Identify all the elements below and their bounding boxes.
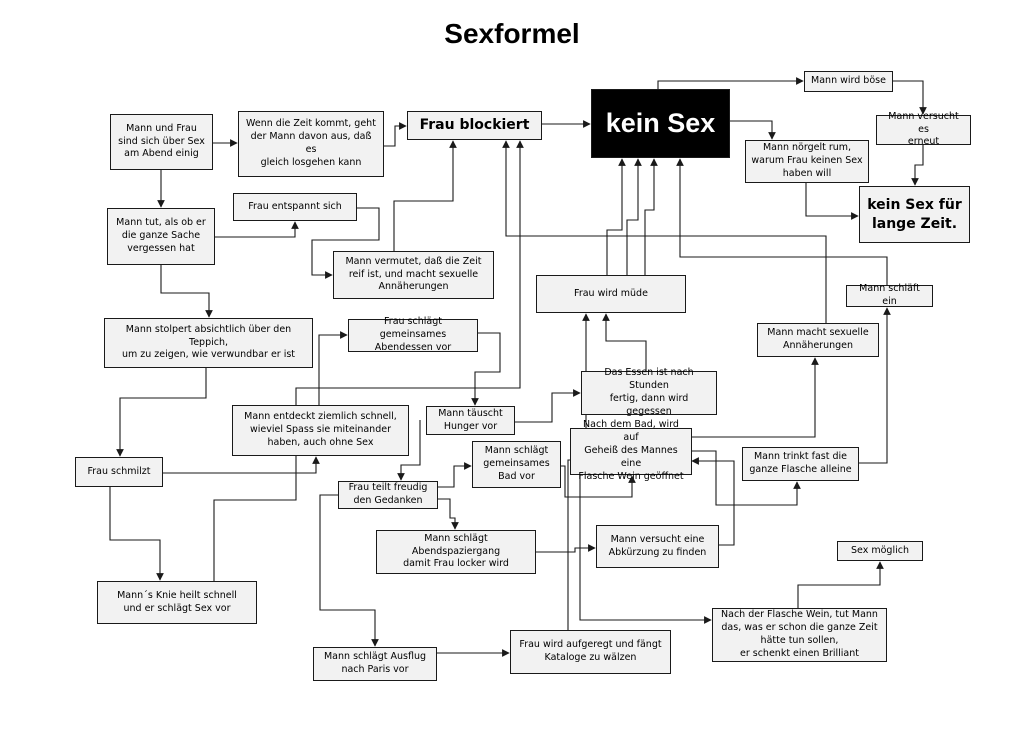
node-kein-sex: kein Sex (591, 89, 730, 158)
node-hunger: Mann täuscht Hunger vor (426, 406, 515, 435)
connector-muede-to-kein-sex-1 (606, 158, 626, 275)
node-trinkt: Mann trinkt fast die ganze Flasche allei… (742, 447, 859, 481)
connector-flasche-wein-to-sex-moeglich (797, 561, 884, 608)
node-kein-sex-lange: kein Sex für lange Zeit. (859, 186, 970, 243)
connector-versucht-to-kein-sex-lange (911, 145, 924, 186)
node-zeit-kommt: Wenn die Zeit kommt, geht der Mann davon… (238, 111, 384, 177)
connector-gedanken-to-spaziergang (438, 498, 459, 530)
node-einig: Mann und Frau sind sich über Sex am Aben… (110, 114, 213, 170)
node-spass: Mann entdeckt ziemlich schnell, wieviel … (232, 405, 409, 456)
diagram-title: Sexformel (444, 18, 580, 49)
node-sex-moeglich: Sex möglich (837, 541, 923, 561)
node-noergelt: Mann nörgelt rum, warum Frau keinen Sex … (745, 140, 869, 183)
connector-gedanken-to-bad (438, 462, 472, 488)
connector-hunger-to-essen-fertig (515, 389, 581, 423)
connector-stolpert-to-schmilzt (116, 368, 207, 457)
node-vermutet: Mann vermutet, daß die Zeit reif ist, un… (333, 251, 494, 299)
connector-muede-to-kein-sex-2 (626, 158, 642, 275)
node-annaeherungen: Mann macht sexuelle Annäherungen (757, 323, 879, 357)
node-stolpert: Mann stolpert absichtlich über den Teppi… (104, 318, 313, 368)
node-spaziergang: Mann schlägt Abendspaziergang damit Frau… (376, 530, 536, 574)
node-essen-fertig: Das Essen ist nach Stunden fertig, dann … (581, 367, 717, 417)
connector-nach-bad-to-trinkt (692, 450, 801, 506)
connector-trinkt-to-schlaeft (859, 307, 891, 464)
node-knie: Mann´s Knie heilt schnell und er schlägt… (97, 581, 257, 624)
node-schlaeft: Mann schläft ein (846, 283, 933, 307)
connector-entspannt-to-vermutet (311, 207, 380, 279)
node-abkuerzung: Mann versucht eine Abkürzung zu finden (596, 525, 719, 568)
connector-schlaeft-to-kein-sex (676, 158, 888, 285)
connector-zeit-kommt-to-blockiert (384, 122, 407, 147)
node-schmilzt: Frau schmilzt (75, 457, 163, 487)
connector-spaziergang-to-abkuerzung (536, 544, 596, 553)
connector-nach-bad-to-annaeherungen (692, 357, 819, 438)
connector-essen-fertig-to-muede (602, 313, 647, 371)
connector-kein-sex-to-noergelt (730, 120, 776, 140)
connector-vergessen-to-stolpert (160, 265, 213, 318)
connector-schmilzt-to-spass (163, 456, 320, 474)
connector-spass-to-gedanken (397, 420, 421, 481)
node-entspannt: Frau entspannt sich (233, 193, 357, 221)
node-abendessen: Frau schlägt gemeinsames Abendessen vor (348, 316, 478, 353)
node-kataloge: Frau wird aufgeregt und fängt Kataloge z… (510, 630, 671, 674)
node-vergessen: Mann tut, als ob er die ganze Sache verg… (107, 208, 215, 265)
connector-long-to-blockiert (502, 140, 827, 325)
connector-abkuerzung-to-nach-bad (691, 457, 735, 546)
node-flasche-wein: Nach der Flasche Wein, tut Mann das, was… (712, 608, 887, 662)
connector-schmilzt-to-knie (109, 487, 164, 581)
node-gedanken: Frau teilt freudig den Gedanken (338, 481, 438, 509)
connector-kein-sex-to-mann-boese (657, 77, 804, 89)
node-muede: Frau wird müde (536, 275, 686, 313)
connector-vermutet-to-blockiert (393, 140, 457, 251)
node-frau-blockiert: Frau blockiert (407, 111, 542, 140)
node-nach-bad: Nach dem Bad, wird auf Geheiß des Mannes… (570, 419, 692, 482)
connector-stolpert-to-abendessen (318, 331, 348, 405)
connector-nach-bad-to-flasche-wein (579, 475, 712, 624)
connector-abendessen-to-hunger (471, 332, 501, 406)
node-bad: Mann schlägt gemeinsames Bad vor (472, 441, 561, 488)
connector-muede-to-kein-sex-3 (644, 158, 658, 275)
node-versucht-erneut: Mann versucht es erneut (876, 111, 971, 147)
connector-mann-boese-to-versucht (893, 80, 927, 115)
node-paris: Mann schlägt Ausflug nach Paris vor (313, 647, 437, 681)
connector-bad-to-nach-bad (561, 465, 636, 498)
connector-noergelt-to-kein-sex-lange (805, 183, 859, 220)
connector-gedanken-to-paris (319, 494, 379, 647)
node-mann-boese: Mann wird böse (804, 71, 893, 92)
connector-vergessen-to-entspannt (215, 221, 299, 238)
